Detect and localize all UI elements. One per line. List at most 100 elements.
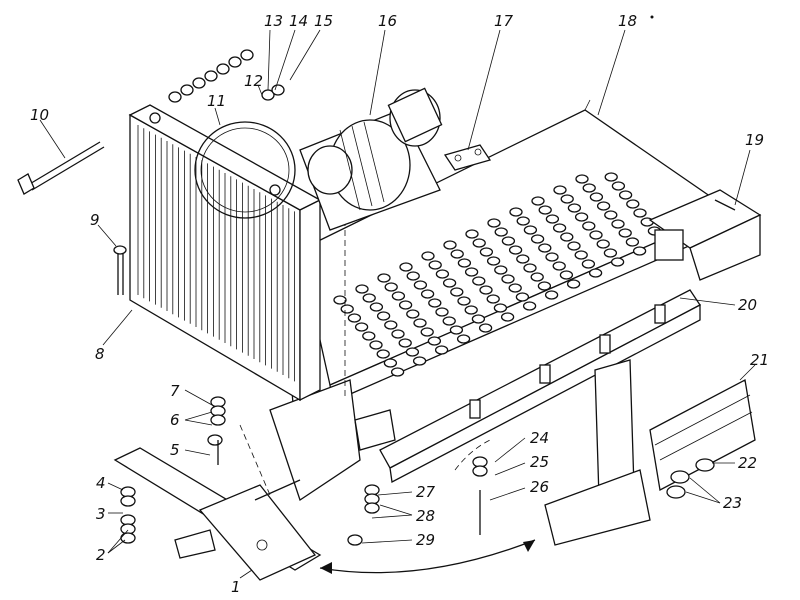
hole [596,239,610,249]
callout-13: 13 [264,12,283,30]
washer [204,70,218,82]
hole [369,302,384,312]
hole [398,338,412,348]
hole [538,205,552,215]
nut-washer [120,495,136,507]
hole [340,304,354,314]
hole [582,183,596,193]
hole [333,295,347,305]
hole [456,334,471,344]
hole [501,236,516,246]
callout-labels: 1 2 3 4 5 6 7 8 9 10 11 12 13 14 15 16 1… [30,12,769,596]
hole [494,265,508,275]
hole [405,347,420,357]
hole [465,229,479,239]
callout-28: 28 [416,507,435,525]
hole [567,203,582,213]
hole [560,194,574,204]
hole [523,263,537,273]
hole [626,199,640,209]
hole [596,201,611,211]
hole [493,303,508,313]
hole [545,214,560,224]
washer [168,91,182,103]
callout-18: 18 [618,12,637,30]
hole [500,312,515,322]
hole [618,190,633,200]
hole [355,284,369,294]
hole [487,218,501,228]
fan-shroud [194,121,296,219]
hole [538,243,552,253]
hole [478,323,493,333]
nut-washer [210,414,226,426]
washer-stack [168,49,285,103]
hole [582,221,596,231]
callout-15: 15 [314,12,333,30]
hole [376,311,391,321]
hole [553,185,567,195]
callout-3: 3 [96,505,106,523]
hole [479,285,493,295]
hole [479,247,494,257]
radiator [128,104,322,402]
hole [625,237,640,247]
hole [457,296,471,306]
nut-washer [364,502,380,514]
hole [567,241,581,251]
hole [398,300,413,310]
dash-arc-right [454,439,491,471]
hole [575,174,589,184]
hole [486,256,501,266]
hole [384,320,398,330]
hole [406,271,420,281]
washer [192,77,206,89]
hole [347,313,362,323]
hole [391,329,405,339]
hole [435,269,450,279]
leader-lines [39,29,756,579]
hole [508,283,522,293]
long-bolt [17,141,105,195]
hole [420,289,435,299]
hole [472,276,486,286]
hole [434,345,449,355]
callout-12: 12 [244,72,263,90]
hole [604,210,618,220]
assembly-arrow [319,539,536,574]
hole [384,282,398,292]
hole [457,258,472,268]
callout-14: 14 [289,12,308,30]
hole [531,196,545,206]
nut-washer [207,434,223,446]
hole [413,318,427,328]
rear-bracket [648,189,762,281]
hole [559,270,574,280]
hole [362,293,376,303]
hole [611,219,625,229]
hole [450,249,464,259]
washer [240,49,254,61]
hole [523,225,538,235]
hole [413,280,428,290]
hole [354,322,369,332]
washer [216,63,230,75]
hole [383,358,398,368]
hole [464,267,479,277]
callout-1: 1 [231,578,241,596]
dash-arc-left [239,424,271,496]
callout-9: 9 [90,211,100,229]
callout-4: 4 [96,474,106,492]
hole [537,281,552,291]
hole [611,181,626,191]
heater-motor [299,87,443,231]
lower-bracket [113,447,322,581]
hole [574,250,588,260]
hole [618,228,632,238]
hole [471,314,486,324]
short-bolt [113,245,127,295]
hole [428,260,442,270]
hole [544,290,559,300]
hole [390,367,405,377]
